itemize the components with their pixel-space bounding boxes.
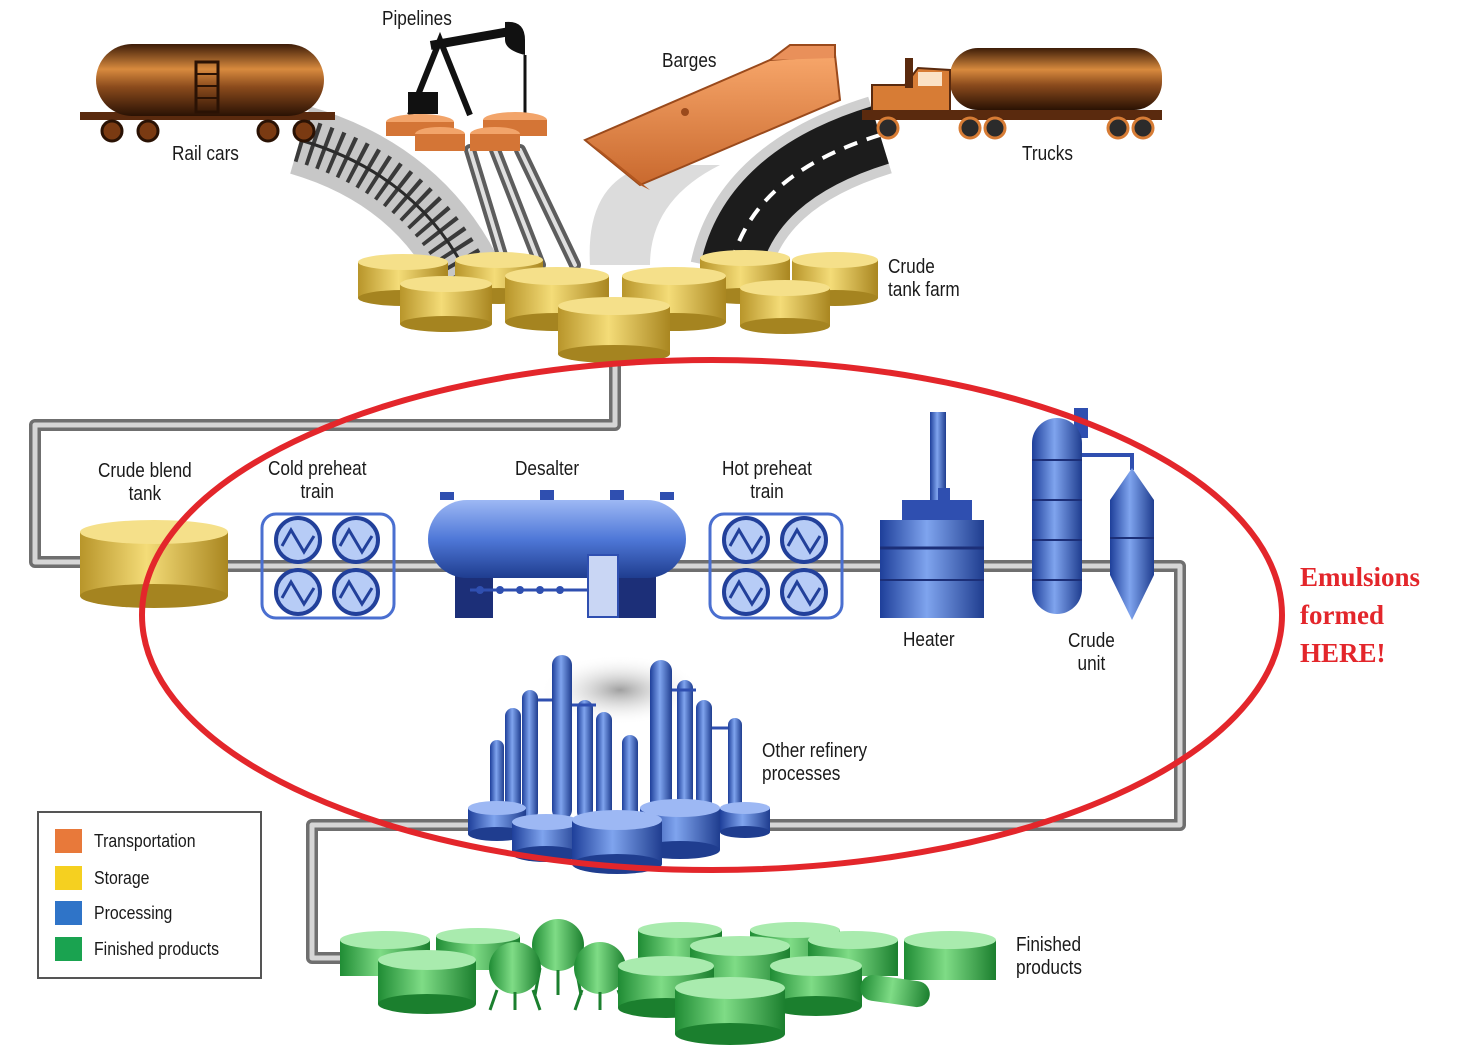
truck-road [690, 96, 893, 280]
legend-item-storage: Storage [55, 866, 157, 890]
rail-car-illustration [80, 44, 335, 143]
legend-item-finished-products: Finished products [55, 937, 236, 961]
legend-label: Finished products [94, 938, 220, 959]
cold-preheat-train-illustration [260, 512, 396, 620]
legend-swatch [55, 901, 82, 925]
legend-swatch [55, 866, 82, 890]
crude-tank-farm-illustration [358, 250, 878, 363]
legend-label: Processing [94, 902, 173, 923]
finished-products-illustration [340, 919, 996, 1045]
legend-swatch [55, 829, 82, 853]
legend-label: Transportation [94, 830, 196, 851]
emulsion-zone-ellipse [139, 357, 1285, 873]
other-refinery-processes-illustration [468, 655, 770, 874]
rail-track [289, 106, 502, 296]
legend-item-transportation: Transportation [55, 829, 209, 853]
heater-label: Heater [903, 629, 955, 651]
legend-item-processing: Processing [55, 901, 183, 925]
annotation-line: HERE! [1300, 638, 1386, 668]
legend: Transportation Storage Processing Finish… [37, 811, 262, 979]
pipelines-label: Pipelines [382, 8, 452, 30]
heater-illustration [880, 412, 984, 618]
emulsions-annotation: Emulsions formed HERE! [1300, 558, 1420, 672]
pipeline-pumpjack-illustration [386, 21, 547, 151]
annotation-line: formed [1300, 600, 1384, 630]
barges-label: Barges [662, 50, 717, 72]
tanker-truck-illustration [862, 48, 1162, 140]
trucks-label: Trucks [1022, 143, 1073, 165]
legend-swatch [55, 937, 82, 961]
rail-cars-label: Rail cars [172, 143, 239, 165]
pipeline-bundle [464, 144, 581, 271]
annotation-line: Emulsions [1300, 562, 1421, 592]
desalter-label: Desalter [515, 458, 580, 480]
legend-label: Storage [94, 867, 150, 888]
crude-unit-illustration [1032, 408, 1154, 620]
hot-preheat-train-illustration [708, 512, 844, 620]
barge-illustration [583, 44, 842, 190]
barge-channel [589, 165, 720, 265]
desalter-illustration [428, 490, 686, 618]
